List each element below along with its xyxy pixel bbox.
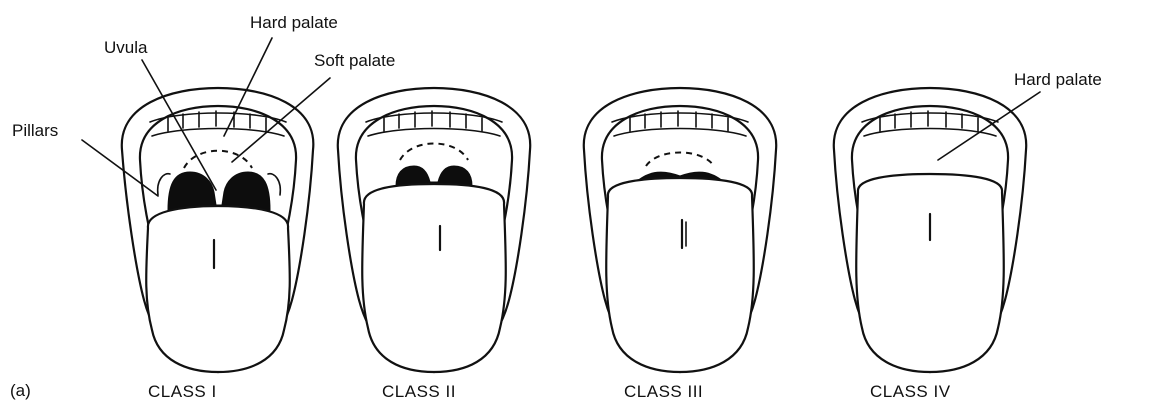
panel-label: (a) — [10, 381, 31, 400]
pillars-leader — [82, 140, 158, 196]
hard-palate-leader — [224, 38, 272, 136]
mouth-class-2 — [338, 88, 530, 372]
label-soft-palate: Soft palate — [314, 51, 395, 70]
class-1-label: CLASS I — [148, 382, 217, 401]
class-3-label: CLASS III — [624, 382, 703, 401]
label-uvula: Uvula — [104, 38, 148, 57]
label-hard-palate: Hard palate — [250, 13, 338, 32]
leader-lines — [82, 38, 1040, 196]
mouth-class-3 — [584, 88, 776, 372]
label-pillars: Pillars — [12, 121, 58, 140]
class-4-label: CLASS IV — [870, 382, 951, 401]
mouth-class-1 — [122, 88, 314, 372]
hard-palate-class4-leader — [938, 92, 1040, 160]
label-hard-palate-class4: Hard palate — [1014, 70, 1102, 89]
class-2-label: CLASS II — [382, 382, 456, 401]
mouth-class-4 — [834, 88, 1026, 372]
